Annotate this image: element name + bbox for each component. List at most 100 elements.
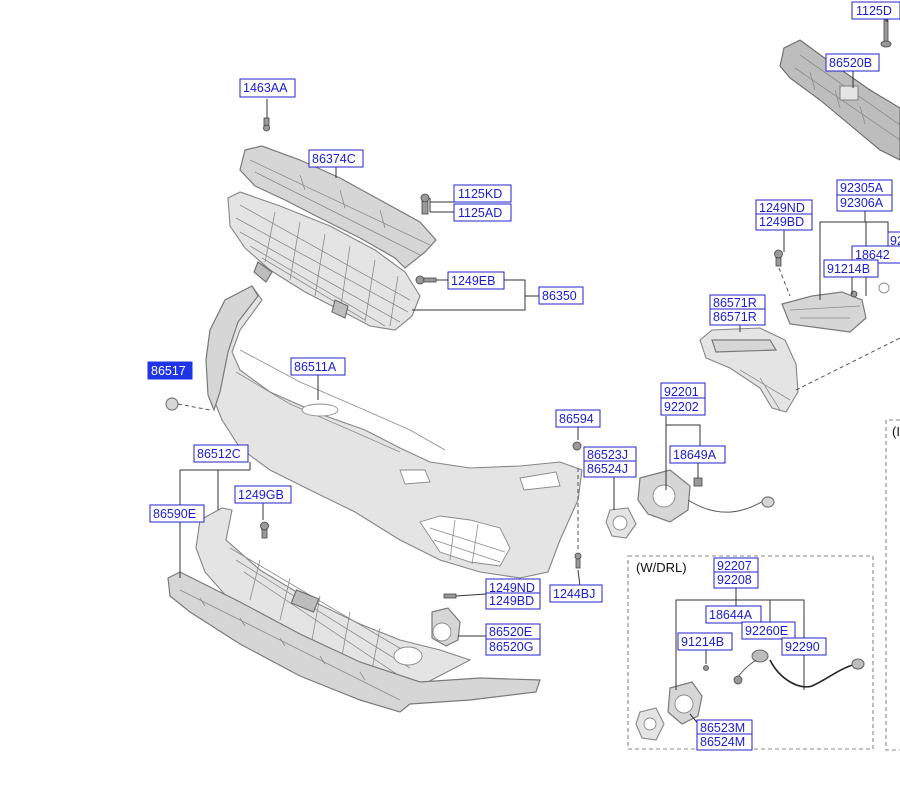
svg-text:86524M: 86524M [700, 735, 745, 749]
label-91214b-lower[interactable]: 91214B [677, 632, 733, 651]
label-92207[interactable]: 92207 [713, 557, 759, 575]
svg-text:92306A: 92306A [840, 196, 884, 210]
front-bumper-cover-part [205, 285, 583, 579]
drl-lamp-part [699, 327, 900, 413]
svg-text:18642: 18642 [855, 248, 890, 262]
svg-text:86517: 86517 [151, 364, 186, 378]
svg-text:86374C: 86374C [312, 152, 356, 166]
fog-lamp-bracket-part [431, 593, 461, 647]
svg-text:86520B: 86520B [829, 56, 872, 70]
label-86571r-2[interactable]: 86571R [709, 308, 766, 326]
label-1244bj[interactable]: 1244BJ [549, 584, 603, 603]
right-option-caption: (I [892, 424, 900, 439]
label-1249nd-upper[interactable]: 1249ND [755, 199, 813, 217]
label-1249nd-lower[interactable]: 1249ND [485, 578, 541, 597]
svg-text:92305A: 92305A [840, 181, 884, 195]
label-1125ad[interactable]: 1125AD [453, 203, 512, 222]
label-86524j[interactable]: 86524J [583, 460, 637, 478]
bolt-1125kd [420, 193, 430, 215]
svg-text:1125KD: 1125KD [458, 187, 502, 201]
label-91214b-upper[interactable]: 91214B [823, 259, 879, 278]
svg-text:1244BJ: 1244BJ [553, 587, 595, 601]
label-86512c[interactable]: 86512C [193, 444, 249, 463]
svg-text:92260E: 92260E [745, 624, 788, 638]
label-86511a[interactable]: 86511A [290, 357, 346, 376]
label-1249eb[interactable]: 1249EB [447, 271, 505, 290]
turn-lamp-part [781, 282, 890, 333]
label-86374c[interactable]: 86374C [308, 149, 364, 168]
drl-option-caption: (W/DRL) [636, 560, 687, 575]
svg-text:86350: 86350 [542, 289, 577, 303]
label-92208[interactable]: 92208 [713, 571, 759, 589]
front-lip-part [167, 571, 541, 713]
label-92305a[interactable]: 92305A [836, 179, 893, 197]
svg-text:92201: 92201 [664, 385, 699, 399]
label-18642[interactable]: 18642 [851, 245, 900, 264]
svg-text:86520E: 86520E [489, 625, 532, 639]
clip-86594 [572, 441, 582, 451]
svg-text:86571R: 86571R [713, 296, 757, 310]
label-1249bd-lower[interactable]: 1249BD [485, 592, 541, 610]
label-92201[interactable]: 92201 [660, 382, 706, 401]
svg-text:1249ND: 1249ND [759, 201, 805, 215]
svg-text:1125AD: 1125AD [458, 206, 502, 220]
svg-text:86511A: 86511A [294, 360, 337, 374]
fog-lamp-part [605, 469, 775, 539]
svg-text:86523M: 86523M [700, 721, 745, 735]
bolt-1249eb [415, 275, 437, 285]
label-86520e[interactable]: 86520E [485, 623, 541, 641]
label-92202[interactable]: 92202 [660, 397, 706, 416]
svg-text:91214B: 91214B [681, 635, 724, 649]
svg-text:86512C: 86512C [197, 447, 241, 461]
label-86524m[interactable]: 86524M [696, 733, 753, 751]
lower-grille-part [195, 507, 472, 687]
label-86350[interactable]: 86350 [538, 286, 584, 305]
svg-text:92207: 92207 [717, 559, 752, 573]
label-18644a[interactable]: 18644A [705, 605, 762, 624]
screw-1244bj [574, 468, 582, 569]
right-option-box [885, 419, 900, 751]
svg-text:1463AA: 1463AA [243, 81, 288, 95]
label-86517-highlighted[interactable]: 86517 [147, 361, 193, 380]
bolt-1463aa [263, 99, 270, 132]
label-86590e[interactable]: 86590E [149, 504, 205, 523]
svg-text:18649A: 18649A [673, 448, 717, 462]
drl-fog-lamp-part [635, 649, 865, 741]
bolt-1249nd-upper [774, 249, 791, 297]
label-86594[interactable]: 86594 [555, 409, 601, 428]
label-1125d[interactable]: 1125D [851, 1, 900, 20]
svg-text:92202: 92202 [664, 400, 699, 414]
svg-text:1125D: 1125D [856, 4, 892, 18]
label-92260e[interactable]: 92260E [741, 621, 796, 640]
svg-text:86520G: 86520G [489, 640, 533, 654]
label-92306a[interactable]: 92306A [836, 194, 893, 212]
label-1463aa[interactable]: 1463AA [239, 78, 296, 98]
svg-text:92208: 92208 [717, 573, 752, 587]
svg-text:86594: 86594 [559, 412, 594, 426]
label-18649a[interactable]: 18649A [669, 445, 726, 464]
label-92290[interactable]: 92290 [781, 637, 827, 656]
label-1249gb[interactable]: 1249GB [234, 485, 292, 504]
svg-text:92: 92 [890, 234, 900, 248]
bolt-1249gb [260, 521, 269, 539]
label-1249bd-upper[interactable]: 1249BD [755, 213, 813, 231]
svg-text:1249BD: 1249BD [489, 594, 534, 608]
svg-text:18644A: 18644A [709, 608, 753, 622]
svg-text:86523J: 86523J [587, 448, 628, 462]
label-86520g[interactable]: 86520G [485, 638, 541, 656]
bumper-beam-part [779, 39, 900, 161]
label-86523m[interactable]: 86523M [696, 719, 753, 737]
svg-text:1249BD: 1249BD [759, 215, 804, 229]
svg-text:91214B: 91214B [827, 262, 870, 276]
bolt-1125d [880, 19, 892, 48]
label-86571r-1[interactable]: 86571R [709, 294, 766, 312]
bumper-insert-86517 [165, 397, 211, 411]
radiator-grille-part [227, 191, 421, 331]
svg-text:92290: 92290 [785, 640, 820, 654]
svg-text:1249EB: 1249EB [451, 274, 495, 288]
svg-text:86524J: 86524J [587, 462, 628, 476]
label-86520b[interactable]: 86520B [825, 53, 880, 72]
svg-text:86571R: 86571R [713, 310, 757, 324]
label-1125kd[interactable]: 1125KD [453, 184, 512, 203]
